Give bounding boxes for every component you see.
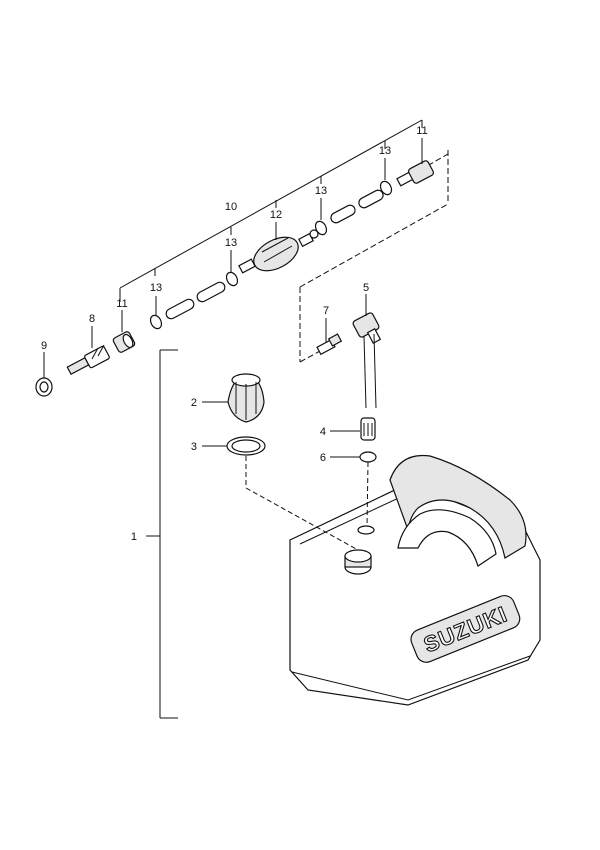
leader-lines <box>43 138 423 458</box>
label-part-5: 5 <box>363 282 369 294</box>
part-6-seal-ring <box>359 451 377 463</box>
label-part-11-right: 11 <box>416 125 427 137</box>
part-11-connector-left <box>112 331 136 353</box>
part-13-clamp-d <box>379 180 393 196</box>
part-13-clamp-a <box>149 314 163 330</box>
label-part-11-left: 11 <box>116 298 127 310</box>
hose-segment-c <box>330 204 356 224</box>
part-13-clamp-c <box>314 220 328 236</box>
label-part-8: 8 <box>89 313 95 325</box>
fuel-tank: SUZUKI <box>289 454 541 706</box>
part-7-fitting <box>316 333 343 356</box>
part-12-primer-bulb <box>238 229 319 274</box>
pickup-tube <box>363 333 377 409</box>
label-part-13-b: 13 <box>225 237 237 249</box>
hose-segment-b <box>196 281 226 303</box>
label-part-4: 4 <box>320 426 326 438</box>
label-part-2: 2 <box>191 397 197 409</box>
label-part-7: 7 <box>323 305 329 317</box>
tank-assembly-bracket <box>146 349 178 719</box>
label-part-1: 1 <box>131 531 137 543</box>
label-part-6: 6 <box>320 452 326 464</box>
part-13-clamp-b <box>225 271 239 287</box>
label-part-9: 9 <box>41 340 47 352</box>
label-part-13-a: 13 <box>150 282 162 294</box>
fuel-hose-line <box>112 160 435 353</box>
label-part-3: 3 <box>191 441 197 453</box>
part-2-fuel-cap <box>227 373 265 423</box>
label-part-13-d: 13 <box>379 145 391 157</box>
callout-labels: 1 2 3 4 5 6 7 8 9 10 11 11 12 13 13 13 1… <box>41 125 428 543</box>
label-part-13-c: 13 <box>315 185 327 197</box>
part-4-filter <box>360 417 376 441</box>
hose-segment-d <box>358 189 384 209</box>
dashed-guides <box>245 456 369 551</box>
part-8-engine-connector <box>66 344 110 376</box>
part-3-gasket <box>226 436 266 456</box>
part-5-elbow <box>352 312 382 344</box>
part-11-connector-right <box>396 160 435 187</box>
hose-segment-a <box>165 298 195 320</box>
label-part-10: 10 <box>225 201 237 213</box>
part-9-nut <box>35 377 53 397</box>
label-part-12: 12 <box>270 209 282 221</box>
